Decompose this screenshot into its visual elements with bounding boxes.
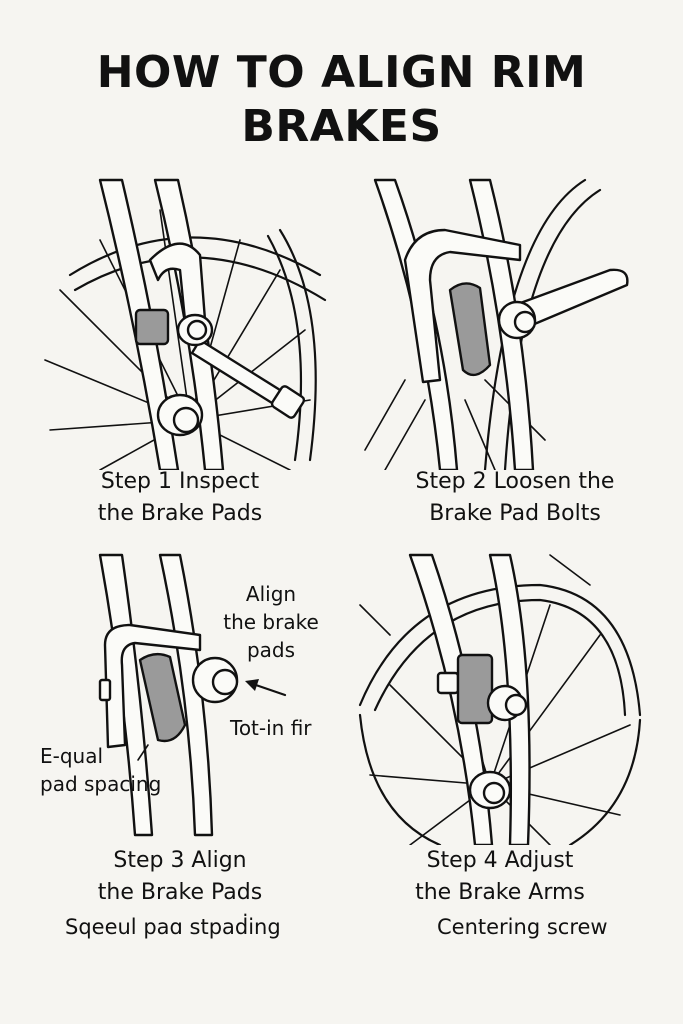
toe-in-annotation: Tot-in fir [230, 714, 312, 742]
align-annotation-line-1: Align [245, 582, 297, 606]
step-3-caption-line-2: the Brake Pads [97, 880, 263, 905]
step-3-illustration [40, 545, 340, 845]
step-3-caption: Step 3 Align the Brake Pads [60, 845, 300, 909]
step-4-caption-line-1: Step 4 Adjust [426, 848, 574, 873]
step-2-illustration [345, 170, 645, 470]
step-4-subcaption: Centering screw [437, 915, 608, 939]
step-4-caption: Step 4 Adjust the Brake Arms [380, 845, 620, 909]
step-3-subcaption: Sqeeul paɑ stpaḋing [65, 915, 281, 939]
align-annotation-line-2: the brake [223, 610, 319, 634]
equal-spacing-line-2: pad spacing [40, 772, 162, 796]
step-3-caption-line-1: Step 3 Align [113, 848, 247, 873]
title-line-1: HOW TO ALIGN RIM [96, 47, 587, 98]
step-2-caption-line-2: Brake Pad Bolts [429, 501, 601, 526]
step-2-caption-line-1: Step 2 Loosen the [415, 469, 615, 494]
step-4-illustration [350, 545, 650, 845]
align-annotation-line-3: pads [246, 638, 296, 662]
equal-spacing-line-1: E-qual [40, 744, 104, 768]
page-title: HOW TO ALIGN RIM BRAKES [0, 46, 683, 154]
toe-in-label: Tot-in fir [230, 716, 312, 740]
align-pads-annotation: Align the brake pads [206, 580, 336, 664]
brake-inspection-icon [44, 178, 327, 470]
step-1-caption-line-1: Step 1 Inspect [100, 469, 260, 494]
equal-spacing-annotation: E-qual pad spacing [40, 742, 161, 798]
step-1-caption: Step 1 Inspect the Brake Pads [60, 466, 300, 530]
step-1-illustration [40, 170, 340, 470]
brake-pad-bolt-icon [364, 178, 629, 470]
title-line-2: BRAKES [241, 101, 442, 152]
brake-arm-adjustment-icon [358, 553, 642, 845]
step-1-caption-line-2: the Brake Pads [97, 501, 263, 526]
step-4-caption-line-2: the Brake Arms [415, 880, 585, 905]
brake-pad-alignment-icon [98, 553, 287, 837]
step-2-caption: Step 2 Loosen the Brake Pad Bolts [380, 466, 650, 530]
